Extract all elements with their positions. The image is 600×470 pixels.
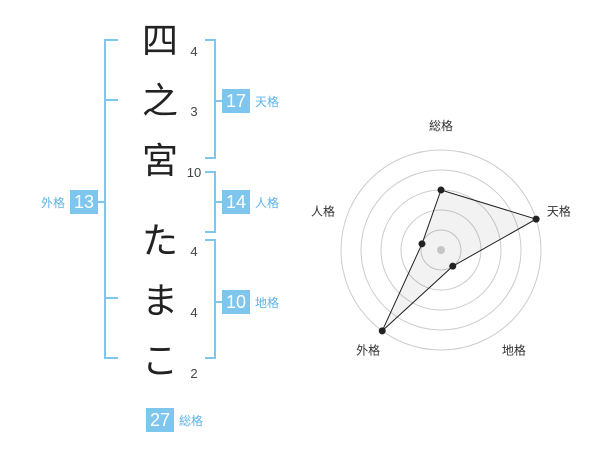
stroke-count-4: 4 <box>190 244 198 259</box>
stroke-count-6: 2 <box>190 366 198 381</box>
radar-ring-5 <box>340 149 542 351</box>
soukaku-badge: 27 総格 <box>146 408 208 432</box>
soukaku-value: 27 <box>146 408 175 432</box>
radar-axis-label-2: 天格 <box>547 204 571 219</box>
name-char-6: こ <box>141 341 178 382</box>
tenkaku-badge: 17 天格 <box>222 89 284 113</box>
radar-point-2 <box>532 215 540 223</box>
radar-point-1 <box>437 186 445 194</box>
radar-ring-4 <box>360 169 522 331</box>
name-char-5: ま <box>141 281 178 322</box>
tenkaku-value: 17 <box>222 89 251 113</box>
chikaku-badge: 10 地格 <box>222 290 284 314</box>
name-char-2: 之 <box>141 81 178 122</box>
radar-axis-label-4: 外格 <box>356 342 380 357</box>
tenkaku-label: 天格 <box>255 94 280 109</box>
gaikaku-value: 13 <box>70 190 99 214</box>
chikaku-label: 地格 <box>255 295 280 310</box>
stroke-count-1: 4 <box>190 44 198 59</box>
stroke-count-5: 4 <box>190 305 198 320</box>
radar-point-4 <box>378 327 386 335</box>
radar-polygon <box>381 189 538 332</box>
radar-axis-label-3: 地格 <box>502 342 526 357</box>
soukaku-label: 総格 <box>179 413 204 428</box>
name-fortune-diagram: 四 4 之 3 宮 10 た 4 ま 4 こ 2 17 天格 14 人格 10 … <box>36 21 284 432</box>
bracket-lines <box>97 39 222 359</box>
gaikaku-badge: 外格 13 <box>36 190 99 214</box>
chikaku-value: 10 <box>222 290 251 314</box>
radar-point-5 <box>418 240 426 248</box>
radar-axis-label-1: 総格 <box>429 118 453 133</box>
radar-axis-label-5: 人格 <box>311 204 335 219</box>
jinkaku-label: 人格 <box>255 195 280 210</box>
jinkaku-value: 14 <box>222 190 251 214</box>
gaikaku-label: 外格 <box>41 195 66 210</box>
stroke-count-2: 3 <box>190 104 198 119</box>
stroke-count-3: 10 <box>186 165 202 180</box>
name-char-3: 宮 <box>141 141 178 182</box>
name-char-1: 四 <box>141 21 178 62</box>
jinkaku-badge: 14 人格 <box>222 190 284 214</box>
name-char-4: た <box>141 221 178 262</box>
radar-ring-1 <box>420 229 462 271</box>
radar-point-3 <box>449 262 457 270</box>
radar-center-dot <box>437 246 445 254</box>
